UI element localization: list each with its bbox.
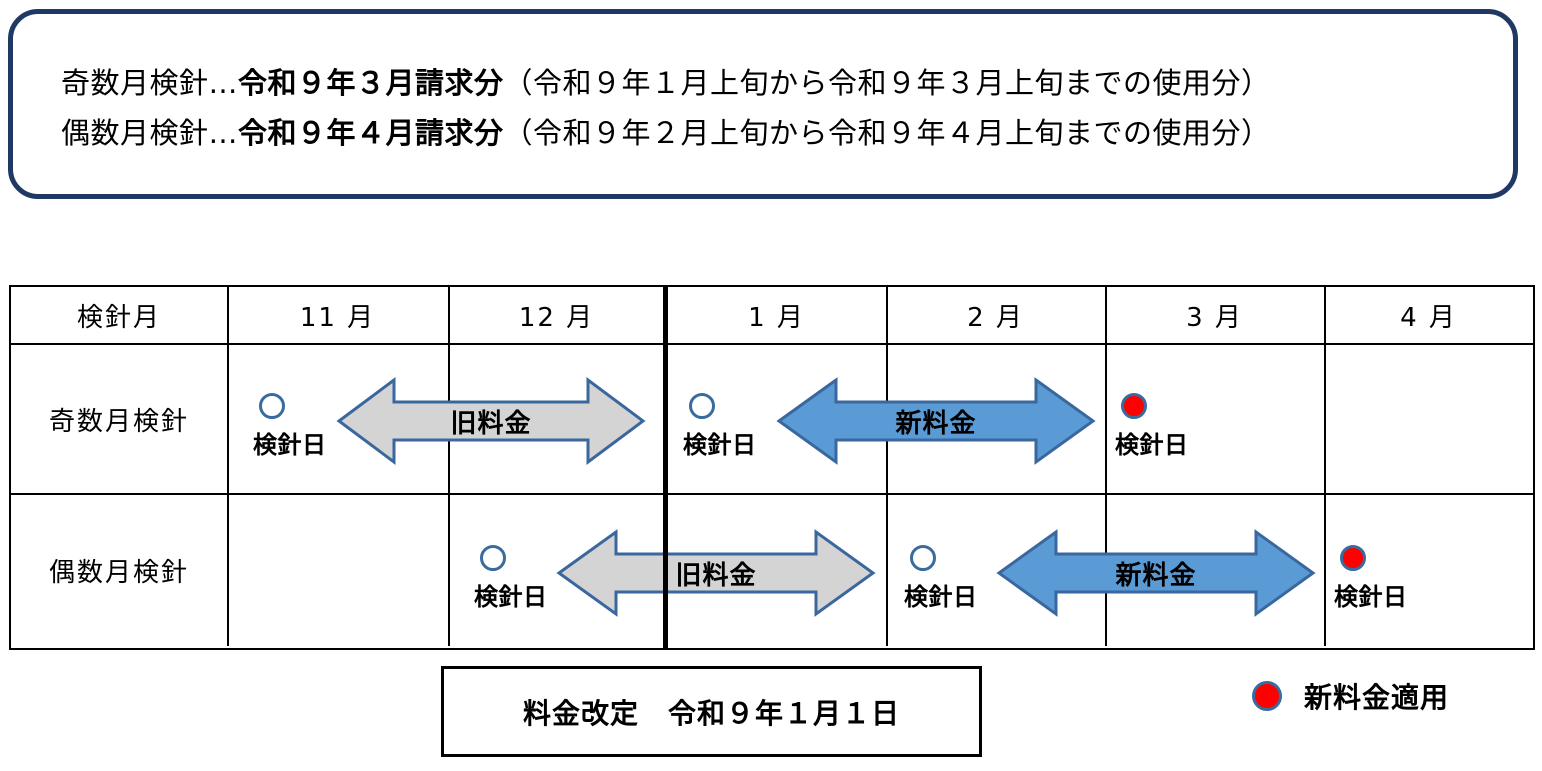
meter-read-marker-nov-odd: 検針日 <box>253 393 349 460</box>
column-line-2 <box>448 287 450 343</box>
column-line-4 <box>886 495 888 646</box>
meter-read-open-circle-icon <box>259 393 285 419</box>
header-cell-apr: 4 月 <box>1400 302 1457 333</box>
meter-read-open-circle-icon <box>910 545 936 571</box>
notice-box: 奇数月検針…令和９年３月請求分（令和９年１月上旬から令和９年３月上旬までの使用分… <box>8 9 1518 199</box>
header-cell-nov: 11 月 <box>299 302 376 333</box>
legend-new-rate-applied-circle-icon <box>1252 681 1282 711</box>
meter-read-label: 検針日 <box>683 431 757 459</box>
table-row-odd-months: 奇数月検針 旧料金 新料金 <box>11 345 1533 495</box>
header-cell-feb: 2 月 <box>967 302 1024 333</box>
new-rate-arrow-shape-odd <box>776 377 1096 465</box>
meter-read-open-circle-icon <box>480 545 506 571</box>
column-line-6 <box>1324 345 1326 493</box>
column-line-4 <box>886 287 888 343</box>
meter-read-marker-jan-odd: 検針日 <box>683 393 779 460</box>
column-line-5 <box>1105 345 1107 493</box>
meter-read-marker-apr-even: 検針日 <box>1334 545 1430 612</box>
header-cell-dec: 12 月 <box>518 302 595 333</box>
old-rate-arrow-shape-even <box>556 529 876 617</box>
meter-read-label: 検針日 <box>904 583 978 611</box>
notice-line-odd: 奇数月検針…令和９年３月請求分（令和９年１月上旬から令和９年３月上旬までの使用分… <box>61 58 1481 108</box>
meter-read-label: 検針日 <box>1115 431 1189 459</box>
meter-read-label: 検針日 <box>1334 583 1408 611</box>
notice-line-even: 偶数月検針…令和９年４月請求分（令和９年２月上旬から令和９年４月上旬までの使用分… <box>61 108 1481 158</box>
old-rate-arrow-even: 旧料金 <box>556 527 876 619</box>
meter-read-marker-mar-odd: 検針日 <box>1115 393 1211 460</box>
old-rate-arrow-shape-odd <box>336 377 646 465</box>
meter-read-marker-feb-even: 検針日 <box>904 545 1000 612</box>
header-cell-mar: 3 月 <box>1186 302 1243 333</box>
header-cell-jan: 1 月 <box>748 302 805 333</box>
column-line-2 <box>448 495 450 646</box>
notice-line-odd-billing: 令和９年３月請求分 <box>238 66 504 100</box>
legend: 新料金適用 <box>1252 676 1449 716</box>
new-rate-arrow-even: 新料金 <box>996 527 1316 619</box>
column-line-1 <box>227 287 229 343</box>
notice-line-even-billing: 令和９年４月請求分 <box>238 116 504 150</box>
schedule-table: 検針月 11 月 12 月 1 月 2 月 3 月 4 月 奇数月検針 <box>9 285 1535 650</box>
new-rate-applied-circle-icon <box>1121 393 1147 419</box>
meter-read-label: 検針日 <box>474 583 548 611</box>
notice-line-odd-period: （令和９年１月上旬から令和９年３月上旬までの使用分） <box>503 66 1271 100</box>
meter-read-open-circle-icon <box>689 393 715 419</box>
new-rate-arrow-odd: 新料金 <box>776 375 1096 467</box>
old-rate-arrow-odd: 旧料金 <box>336 375 646 467</box>
meter-read-marker-dec-even: 検針日 <box>474 545 570 612</box>
legend-label: 新料金適用 <box>1304 681 1450 714</box>
column-line-5 <box>1105 287 1107 343</box>
notice-line-odd-prefix: 奇数月検針… <box>61 66 239 100</box>
row-label-odd-months: 奇数月検針 <box>48 406 189 437</box>
rate-revision-caption-box: 料金改定 令和９年１月１日 <box>441 666 982 757</box>
row-label-even-months: 偶数月検針 <box>48 558 189 588</box>
notice-line-even-prefix: 偶数月検針… <box>61 116 239 150</box>
meter-read-label: 検針日 <box>253 431 327 459</box>
new-rate-applied-circle-icon <box>1340 545 1366 571</box>
column-line-6 <box>1324 495 1326 646</box>
notice-lines: 奇数月検針…令和９年３月請求分（令和９年１月上旬から令和９年３月上旬までの使用分… <box>61 58 1481 158</box>
notice-line-even-period: （令和９年２月上旬から令和９年４月上旬までの使用分） <box>503 116 1271 150</box>
new-rate-arrow-shape-even <box>996 529 1316 617</box>
column-line-6 <box>1324 287 1326 343</box>
rate-revision-divider <box>663 287 668 648</box>
column-line-1 <box>227 345 229 493</box>
rate-revision-caption-text: 料金改定 令和９年１月１日 <box>522 696 900 730</box>
table-header-row: 検針月 11 月 12 月 1 月 2 月 3 月 4 月 <box>11 287 1533 345</box>
table-row-even-months: 偶数月検針 旧料金 新料金 <box>11 495 1533 646</box>
column-line-1 <box>227 495 229 646</box>
header-corner-cell: 検針月 <box>76 302 161 333</box>
